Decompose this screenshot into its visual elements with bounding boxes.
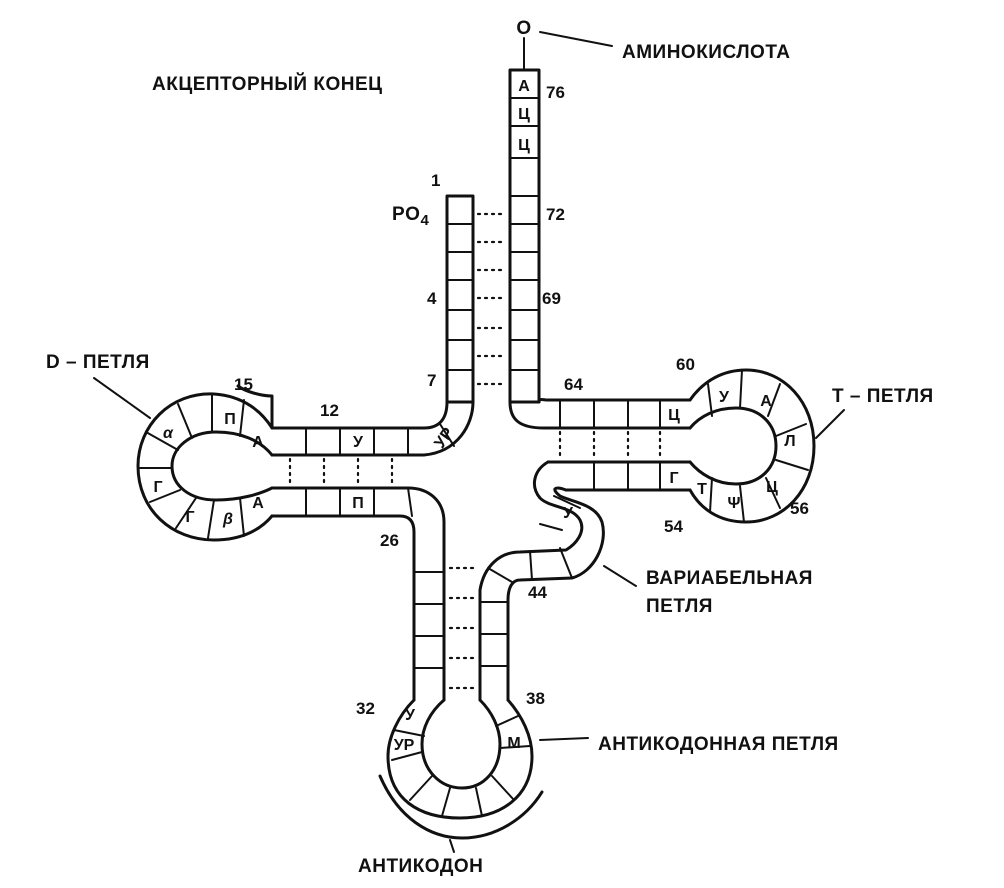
variable-loop-pointer (603, 565, 637, 587)
num-76: 76 (546, 83, 565, 102)
variable-loop (478, 460, 605, 702)
num-32: 32 (356, 699, 375, 718)
base-ur-1: УР (432, 425, 458, 452)
num-26: 26 (380, 531, 399, 550)
label-variable-loop-line1: ВАРИАБЕЛЬНАЯ (646, 568, 813, 589)
num-72: 72 (546, 205, 565, 224)
num-7: 7 (427, 371, 436, 390)
num-54: 54 (664, 517, 683, 536)
t-stem-pairing (558, 430, 662, 462)
base-d-loop-g1: Г (153, 479, 162, 496)
base-d-loop-p: П (224, 411, 236, 428)
t-loop-pointer (815, 409, 845, 439)
anticodon-stem-pairing (448, 566, 478, 690)
t-arm (508, 368, 816, 524)
base-acceptor-c: Ц (518, 106, 530, 123)
base-t-stem-g: Г (669, 470, 678, 487)
base-d-loop-g2: Г (185, 509, 194, 526)
base-t-loop-u: У (719, 389, 730, 406)
num-4: 4 (427, 289, 437, 308)
amino-acid-pointer (539, 31, 613, 47)
label-variable-loop-line2: ПЕТЛЯ (646, 596, 713, 617)
base-t-loop-l: Л (784, 433, 795, 450)
base-d-loop-beta: β (222, 511, 233, 528)
label-anticodon-loop: АНТИКОДОННАЯ ПЕТЛЯ (598, 734, 839, 755)
d-arm (136, 384, 475, 562)
anticodon-pointer (449, 839, 455, 853)
num-44: 44 (528, 583, 547, 602)
t-arm-dividers (559, 369, 809, 523)
base-ac-u: У (405, 707, 416, 724)
acceptor-stem-pairing (476, 212, 508, 386)
acceptor-stem-dividers (446, 97, 540, 371)
anticodon-arm (386, 558, 534, 820)
anticodon-loop-pointer (539, 737, 589, 741)
d-arm-dividers (139, 393, 455, 539)
label-phosphate: PO4 (392, 204, 429, 229)
base-t-loop-psi: Ψ (728, 495, 741, 512)
num-38: 38 (526, 689, 545, 708)
base-t-loop-a: А (760, 393, 772, 410)
base-ac-m: М (507, 735, 520, 752)
num-64: 64 (564, 375, 583, 394)
d-loop-pointer (93, 377, 151, 419)
base-d-stem-a-top: А (252, 434, 264, 451)
base-t-stem-c: Ц (668, 407, 680, 424)
label-d-loop: D – ПЕТЛЯ (46, 352, 150, 373)
d-stem-pairing (288, 457, 394, 488)
label-anticodon: АНТИКОДОН (358, 856, 483, 877)
num-15: 15 (234, 375, 253, 394)
base-t-loop-c: Ц (766, 479, 778, 496)
num-56: 56 (790, 499, 809, 518)
base-var-u: У (563, 505, 574, 522)
base-d-arm-p: П (352, 495, 364, 512)
base-d-arm-u: У (353, 434, 364, 451)
num-69: 69 (542, 289, 561, 308)
anticodon-bracket (378, 774, 544, 840)
num-1: 1 (431, 171, 440, 190)
label-acceptor-end: АКЦЕПТОРНЫЙ КОНЕЦ (152, 73, 383, 95)
base-d-stem-a-bottom: А (252, 495, 264, 512)
label-o-mark: O (516, 18, 531, 39)
base-acceptor-c2: Ц (518, 137, 530, 154)
base-ac-ur: УР (394, 737, 415, 754)
label-amino-acid: АМИНОКИСЛОТА (622, 42, 790, 63)
num-60: 60 (676, 355, 695, 374)
base-acceptor-a: А (518, 78, 530, 95)
label-t-loop: T – ПЕТЛЯ (832, 386, 934, 407)
num-12: 12 (320, 401, 339, 420)
base-d-loop-alpha: α (163, 425, 174, 442)
base-t-loop-t: Т (697, 481, 707, 498)
